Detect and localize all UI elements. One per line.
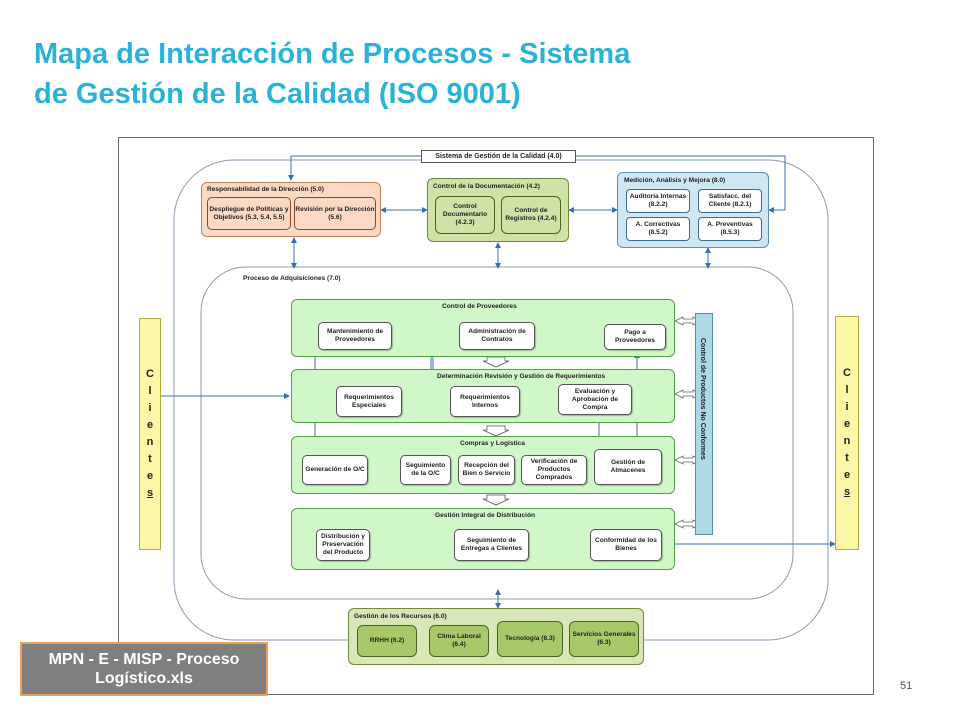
requerimientos-especiales-node: Requerimientos Especiales: [336, 386, 402, 417]
no-conformes-label: Control de Productos No Conformes: [699, 338, 706, 460]
clientes-left-t: t: [148, 453, 152, 465]
gestion-almacenes-node: Gestión de Almacenes: [594, 449, 662, 485]
clientes-left-c: C: [146, 368, 154, 380]
clientes-right: C l i e n t e s: [835, 316, 859, 550]
rrhh-node: RRHH (6.2): [357, 625, 417, 657]
clientes-right-l: l: [845, 384, 849, 396]
requerimientos-internos-node: Requerimientos Internos: [450, 386, 520, 417]
medicion-title: Medición, Análisis y Mejora (8.0): [624, 177, 726, 184]
proveedores-group: Control de Proveedores Mantenimiento de …: [291, 299, 675, 357]
flow-down-arrows: [482, 356, 510, 506]
seguimiento-oc-node: Seguimiento de la O/C: [400, 455, 451, 485]
documentacion-group: Control de la Documentación (4.2) Contro…: [427, 178, 569, 242]
page-number: 51: [900, 680, 913, 692]
evaluacion-aprobacion-node: Evaluación y Aprobación de Compra: [558, 384, 632, 415]
tecnologia-node: Tecnología (6.3): [497, 621, 563, 657]
requerimientos-title: Determinación Revisión y Gestión de Requ…: [437, 373, 606, 380]
servicios-generales-node: Servicios Generales (6.3): [569, 621, 639, 657]
process-map-figure: Sistema de Gestión de la Calidad (4.0) R…: [118, 137, 874, 695]
distribucion-group: Gestión Integral de Distribución Distrib…: [291, 508, 675, 570]
acciones-correctivas-node: A. Correctivas (8.5.2): [626, 217, 690, 241]
clientes-left-l: l: [148, 385, 152, 397]
system-title-box: Sistema de Gestión de la Calidad (4.0): [421, 150, 576, 163]
clientes-right-s: s: [843, 486, 851, 498]
clientes-left-e: e: [146, 419, 154, 431]
recursos-group: Gestión de los Recursos (6.0) RRHH (6.2)…: [348, 608, 644, 665]
pago-proveedores-node: Pago a Proveedores: [604, 324, 666, 350]
generacion-oc-node: Generación de O/C: [302, 455, 368, 485]
revision-direccion-node: Revisión por la Dirección (5.6): [294, 197, 376, 230]
file-reference-line1: MPN - E - MISP - Proceso: [48, 651, 240, 668]
clima-laboral-node: Clima Laboral (6.4): [429, 625, 489, 657]
seguimiento-entregas-node: Seguimiento de Entregas a Clientes: [454, 529, 529, 561]
clientes-left-i: i: [148, 402, 152, 414]
file-reference-label: MPN - E - MISP - Proceso Logístico.xls: [20, 642, 268, 696]
clientes-left-n: n: [146, 436, 154, 448]
distribucion-preservacion-node: Distribución y Preservación del Producto: [316, 529, 370, 561]
administracion-contratos-node: Administración de Contratos: [459, 322, 535, 350]
adquisiciones-title: Proceso de Adquisiciones (7.0): [243, 275, 341, 282]
distribucion-title: Gestión Integral de Distribución: [435, 512, 536, 519]
responsabilidad-group: Responsabilidad de la Dirección (5.0) De…: [201, 182, 381, 237]
compras-title: Compras y Logística: [460, 440, 525, 447]
clientes-right-c: C: [843, 367, 851, 379]
control-documentario-node: Control Documentario (4.2.3): [435, 196, 495, 234]
responsabilidad-title: Responsabilidad de la Dirección (5.0): [207, 186, 324, 193]
clientes-right-e: e: [843, 418, 851, 430]
despliegue-politicas-node: Despliegue de Políticas y Objetivos (5.3…: [207, 197, 291, 230]
compras-group: Compras y Logística Generación de O/C Se…: [291, 436, 675, 494]
slide-title-line1: Mapa de Interacción de Procesos - Sistem…: [34, 38, 631, 70]
acciones-preventivas-node: A. Preventivas (8.5.3): [698, 217, 762, 241]
satisfaccion-cliente-node: Satisfacc. del Cliente (8.2.1): [698, 189, 762, 213]
file-reference-line2: Logístico.xls: [95, 670, 193, 687]
mantenimiento-proveedores-node: Mantenimiento de Proveedores: [318, 322, 392, 350]
requerimientos-group: Determinación Revisión y Gestión de Requ…: [291, 369, 675, 423]
proveedores-title: Control de Proveedores: [442, 303, 517, 310]
recepcion-bien-node: Recepción del Bien o Servicio: [458, 455, 515, 485]
conformidad-bienes-node: Conformidad de los Bienes: [590, 529, 662, 561]
clientes-right-i: i: [845, 401, 849, 413]
documentacion-title: Control de la Documentación (4.2): [433, 183, 540, 190]
no-conformes-column: Control de Productos No Conformes: [695, 313, 713, 535]
slide-title-line2: de Gestión de la Calidad (ISO 9001): [34, 78, 521, 110]
recursos-title: Gestión de los Recursos (6.0): [354, 613, 447, 620]
medicion-group: Medición, Análisis y Mejora (8.0) Audito…: [617, 172, 769, 248]
clientes-left-e2: e: [146, 470, 154, 482]
clientes-right-e2: e: [843, 469, 851, 481]
auditoria-internas-node: Auditoría Internas (8.2.2): [626, 189, 690, 213]
verificacion-productos-node: Verificación de Productos Comprados: [521, 455, 587, 485]
control-registros-node: Control de Registros (4.2.4): [501, 196, 561, 234]
clientes-left: C l i e n t e s: [139, 318, 161, 550]
clientes-left-s: s: [146, 487, 154, 499]
clientes-right-t: t: [845, 452, 849, 464]
clientes-right-n: n: [843, 435, 851, 447]
slide-title: Mapa de Interacción de Procesos - Sistem…: [34, 34, 834, 114]
system-title: Sistema de Gestión de la Calidad (4.0): [435, 152, 562, 160]
